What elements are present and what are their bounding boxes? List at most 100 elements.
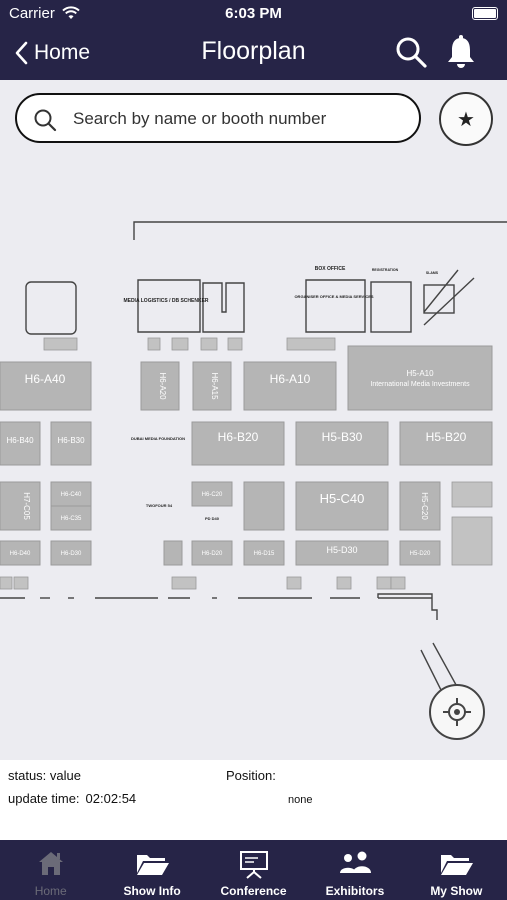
crosshair-icon (443, 698, 471, 726)
tab-label: Exhibitors (325, 884, 385, 898)
tab-label: Show Info (123, 884, 181, 898)
booth-label: H5-C20 (420, 492, 429, 520)
tab-conference[interactable]: Conference (203, 840, 304, 900)
clock: 6:03 PM (225, 5, 282, 22)
booth-H6-D40[interactable]: H6-D40 (0, 540, 41, 566)
status-text: status: value (8, 768, 81, 783)
booth-label: H5-A10 (406, 369, 434, 378)
booth-label: H6-C35 (61, 516, 82, 522)
booth-label: H5-D20 (410, 551, 431, 557)
booth-H7-C05[interactable]: H7-C05 (0, 481, 41, 531)
update-time-label: update time: (8, 791, 80, 806)
tab-bar: Home Show Info Conference (0, 840, 507, 900)
booth-H6-B40[interactable]: H6-B40 (0, 421, 41, 466)
booth-label: H5-B20 (426, 430, 467, 444)
star-icon: ★ (457, 108, 475, 131)
booth-sublabel: International Media Investments (370, 381, 470, 388)
booth-H5-A10[interactable]: H5-A10 International Media Investments (347, 345, 493, 411)
floorplan-map[interactable]: H6-A40 H6-A20 H6-A15 H6-A10 H5-A10 (0, 80, 507, 760)
booth-label: H6-C40 (61, 492, 82, 498)
booth-H5-D30[interactable]: H5-D30 (295, 540, 389, 566)
room-label-media: MEDIA LOGISTICS / DB SCHENKER (123, 298, 208, 304)
booth-H6-A15[interactable]: H6-A15 (192, 361, 232, 411)
favorites-button[interactable]: ★ (439, 92, 493, 146)
home-icon (38, 852, 63, 875)
booth-label: H6-B30 (57, 436, 85, 445)
booth-H6-B30[interactable]: H6-B30 (50, 421, 92, 466)
booth-H6-A40[interactable]: H6-A40 (0, 361, 92, 411)
tab-my-show[interactable]: My Show (406, 840, 507, 900)
room-label-organiser: ORGANISER OFFICE & MEDIA SERVICES (294, 294, 373, 299)
tab-exhibitors[interactable]: Exhibitors (304, 840, 405, 900)
booth-label: H6-D30 (61, 551, 82, 557)
tab-label: Conference (220, 884, 287, 898)
booth-label: H6-C20 (202, 492, 223, 498)
location-info-panel: status: value update time: 02:02:54 Posit… (0, 760, 507, 840)
booth-H6-D15[interactable]: H6-D15 (243, 540, 285, 566)
booth-label: H6-D40 (10, 551, 31, 557)
booth-label: H7-C05 (22, 492, 31, 520)
booth-H5-C20[interactable]: H5-C20 (399, 481, 441, 531)
room-label-twofour: TWOFOUR 54 (146, 503, 173, 508)
booth-H6-C35[interactable]: H6-C35 (50, 505, 92, 531)
booth-label: H6-B20 (218, 430, 259, 444)
locate-me-button[interactable] (429, 684, 485, 740)
carrier-label: Carrier (9, 5, 55, 22)
booth-unlabeled-c[interactable] (243, 481, 285, 531)
booth-label: H6-A40 (25, 372, 66, 386)
booth-H5-C40[interactable]: H5-C40 (295, 481, 389, 531)
booth-H5-B20[interactable]: H5-B20 (399, 421, 493, 466)
service-boxes (0, 337, 493, 590)
room-labels: MEDIA LOGISTICS / DB SCHENKER BOX OFFICE… (123, 266, 438, 521)
booth-H6-C20[interactable]: H6-C20 (191, 481, 233, 507)
nav-bar: Home Floorplan (0, 28, 507, 80)
people-icon (339, 851, 371, 873)
tab-home[interactable]: Home (0, 840, 101, 900)
tab-label: My Show (430, 884, 483, 898)
booth-H6-C40[interactable]: H6-C40 (50, 481, 92, 507)
booth-H6-A20[interactable]: H6-A20 (140, 361, 180, 411)
room-label-registration: REGISTRATION (372, 268, 399, 272)
booth-H6-A10[interactable]: H6-A10 (243, 361, 337, 411)
booth-label: H6-D15 (254, 551, 275, 557)
back-button[interactable]: Home (14, 38, 90, 68)
folder-icon (137, 855, 170, 875)
search-bar[interactable] (15, 93, 421, 143)
update-time: update time: 02:02:54 (8, 791, 136, 806)
room-label-slams: SLAMS (426, 271, 439, 275)
notification-bell-icon[interactable] (445, 34, 477, 70)
chevron-left-icon (15, 41, 28, 65)
search-icon[interactable] (394, 35, 428, 69)
booth-H5-B30[interactable]: H5-B30 (295, 421, 389, 466)
search-input[interactable] (71, 103, 405, 135)
booth-H6-D30[interactable]: H6-D30 (50, 540, 92, 566)
booth-label: H6-B40 (6, 436, 34, 445)
booth-label: H5-D30 (326, 545, 357, 555)
room-label-pd: PD D40 (205, 516, 220, 521)
tab-label: Home (34, 884, 67, 898)
booth-label: H5-B30 (322, 430, 363, 444)
room-label-dubai: DUBAI MEDIA FOUNDATION (131, 436, 185, 441)
booth-label: H6-A10 (270, 372, 311, 386)
booth-label: H6-A15 (210, 372, 219, 400)
position-label: Position: (226, 768, 276, 783)
booth-H5-D20[interactable]: H5-D20 (399, 540, 441, 566)
booth-H6-D20[interactable]: H6-D20 (191, 540, 233, 566)
position-value: none (288, 794, 313, 806)
booth-label: H5-C40 (320, 491, 365, 506)
update-time-value: 02:02:54 (85, 791, 137, 806)
booth-small-d[interactable] (163, 540, 183, 566)
presentation-board-icon (239, 851, 268, 879)
back-label: Home (34, 41, 91, 64)
booth-label: H6-A20 (158, 372, 167, 400)
wifi-icon (62, 6, 80, 19)
status-bar: Carrier 6:03 PM (0, 0, 507, 28)
booth-label: H6-D20 (202, 551, 223, 557)
floorplan-walls (0, 221, 507, 729)
battery-icon (472, 7, 498, 20)
search-icon (34, 109, 57, 132)
booth-H6-B20[interactable]: H6-B20 (191, 421, 285, 466)
room-label-box-office: BOX OFFICE (315, 266, 346, 272)
tab-show-info[interactable]: Show Info (101, 840, 202, 900)
booth-layer[interactable]: H6-A40 H6-A20 H6-A15 H6-A10 H5-A10 (0, 345, 493, 566)
